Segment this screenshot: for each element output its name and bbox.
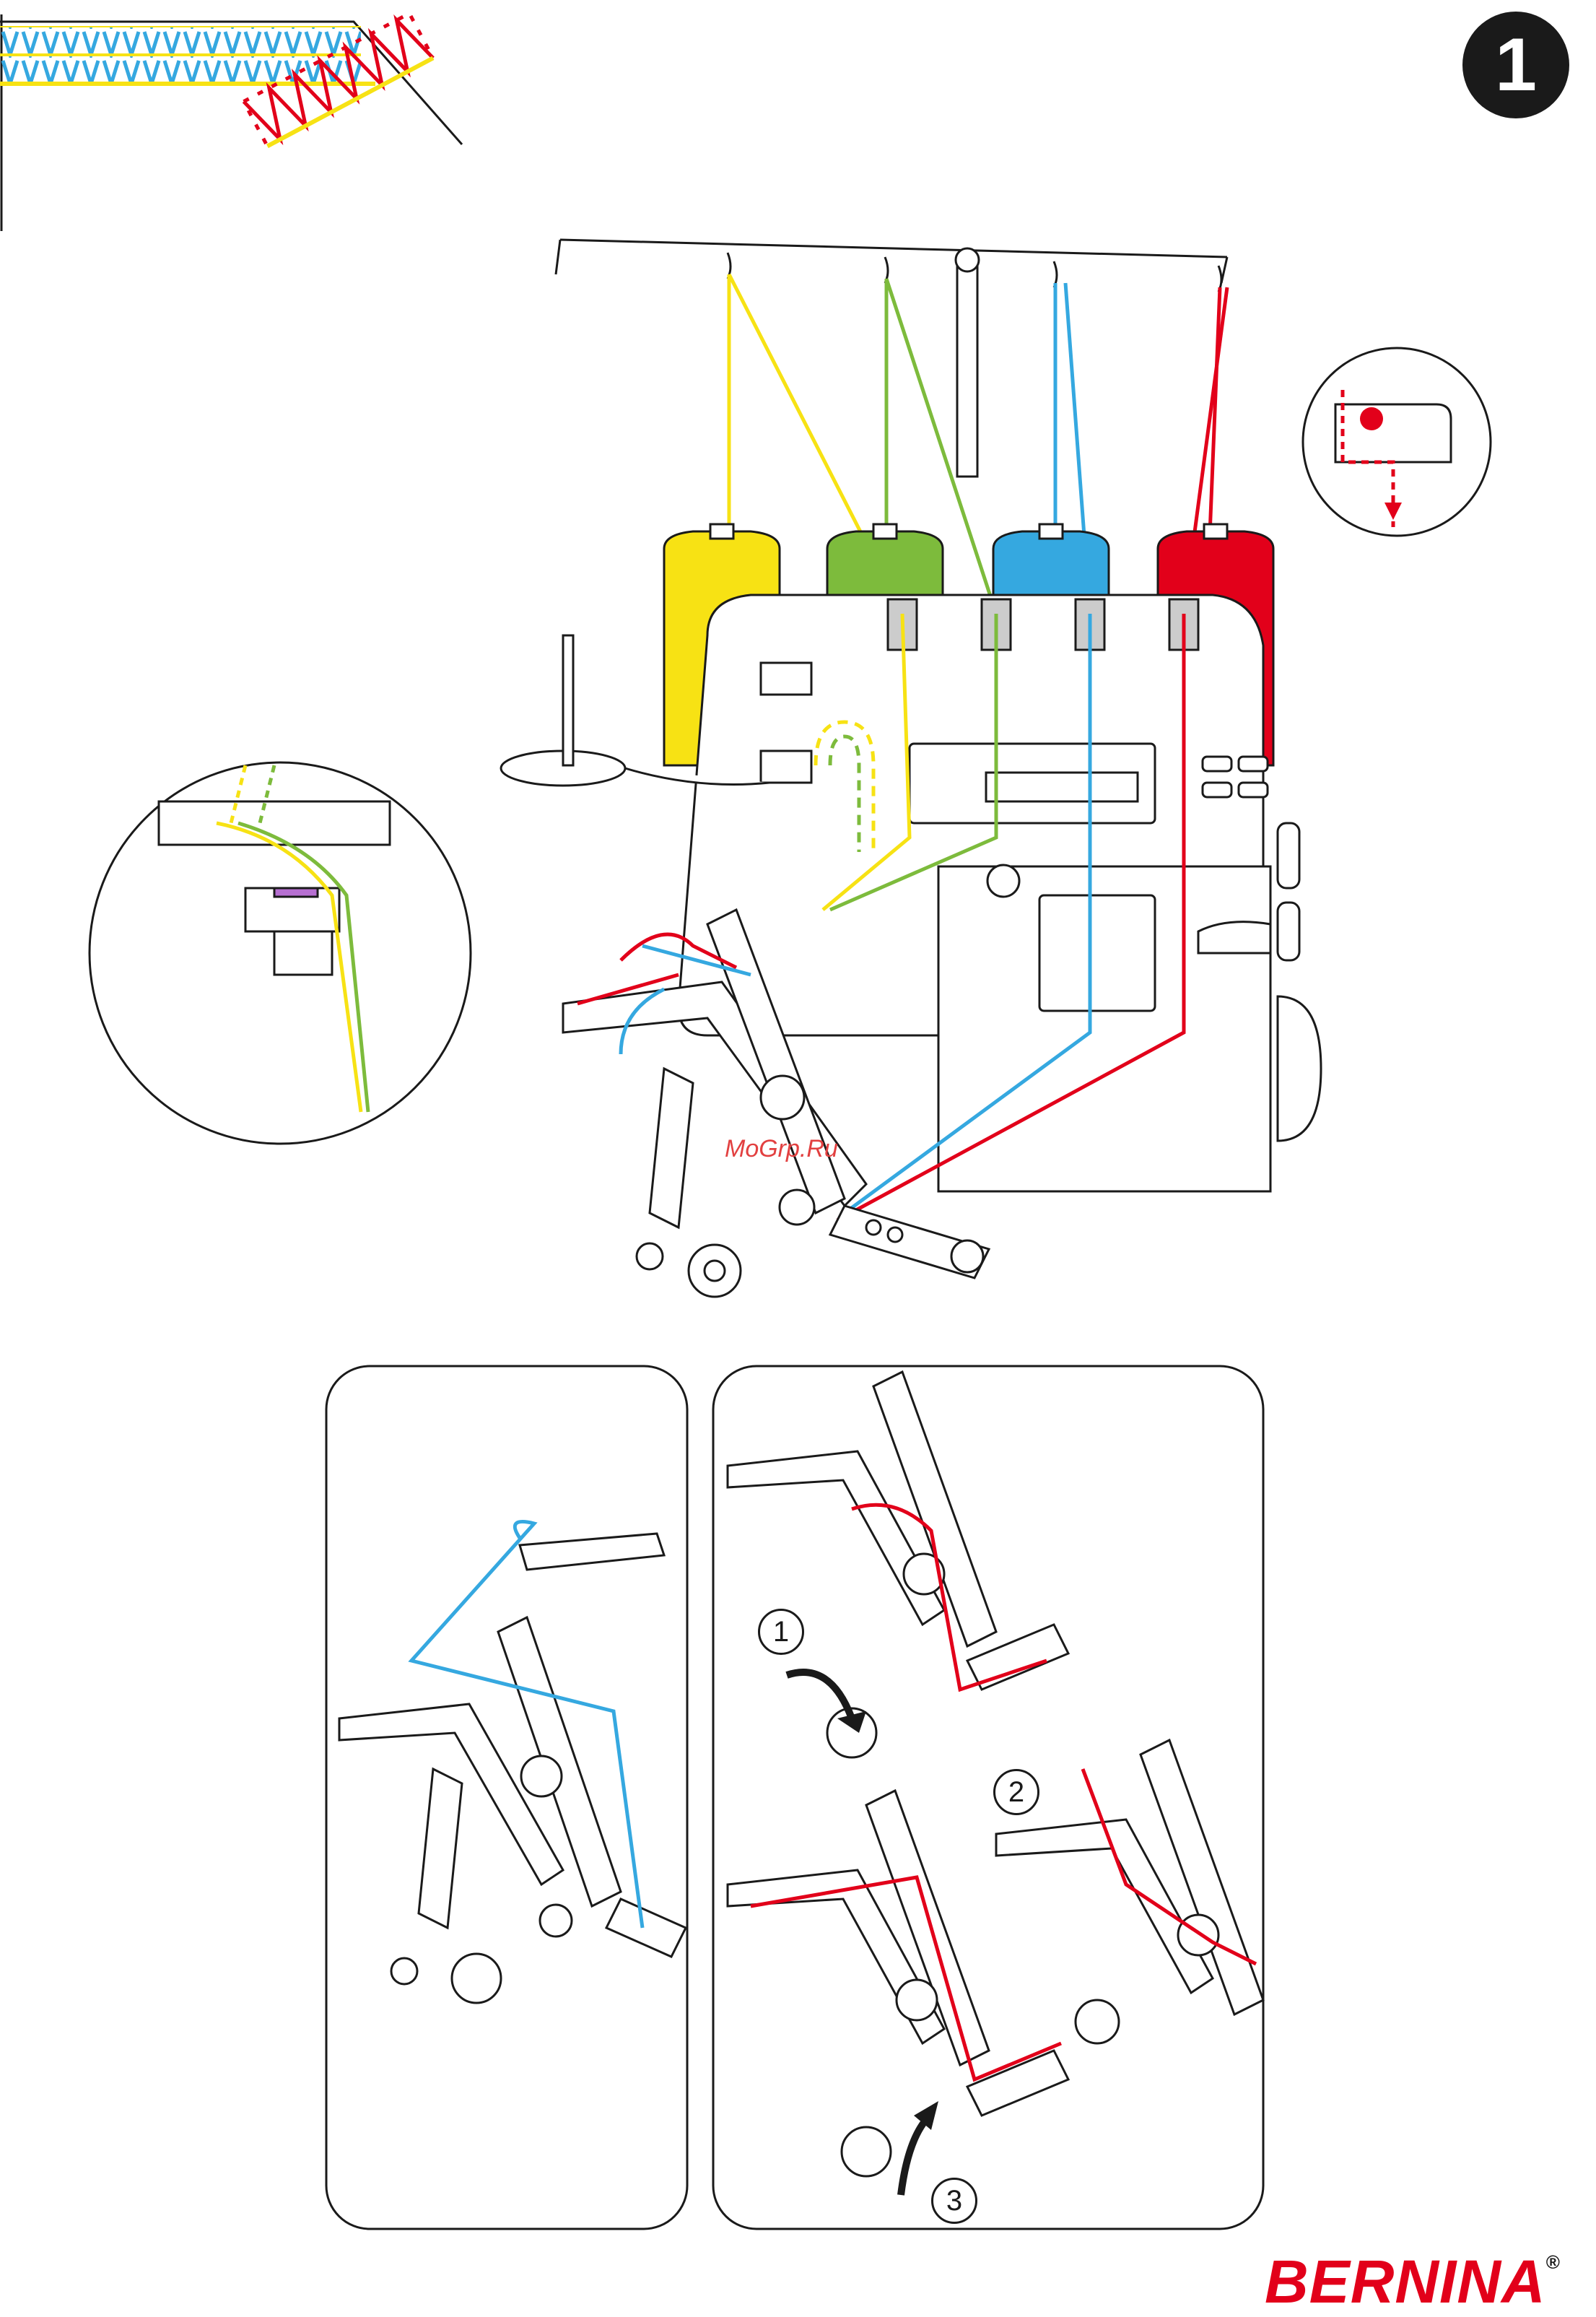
thread-stand [556, 240, 1227, 477]
needle-inset [90, 762, 471, 1144]
brand-logo: BERNINA® [1265, 2247, 1561, 2317]
watermark-text: MoGrp.Ru [725, 1135, 838, 1163]
stitch-sample [0, 14, 462, 231]
registered-mark: ® [1546, 2251, 1561, 2273]
page-number-badge: 1 [1462, 12, 1569, 118]
panel-blue-threading [326, 1366, 687, 2229]
brand-name: BERNINA [1265, 2248, 1546, 2316]
panel-red-threading [713, 1366, 1263, 2229]
threading-detail-inset [1303, 348, 1491, 536]
step-1-marker: 1 [758, 1609, 804, 1655]
step-3-marker: 3 [931, 2178, 977, 2224]
step-2-marker: 2 [993, 1769, 1039, 1815]
